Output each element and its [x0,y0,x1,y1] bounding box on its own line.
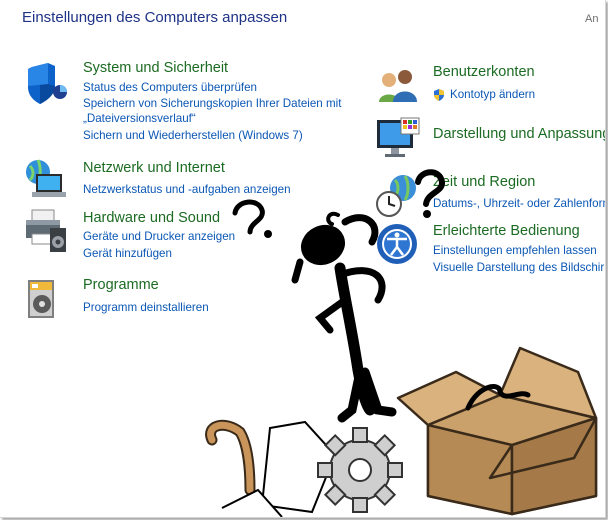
heading-ease-of-access[interactable]: Erleichterte Bedienung [433,223,580,239]
link-network-status[interactable]: Netzwerkstatus und -aufgaben anzeigen [83,183,291,196]
heading-time-region[interactable]: Zeit und Region [433,174,536,190]
cane [205,419,256,496]
display-icon[interactable] [375,116,423,164]
link-backup-file-history[interactable]: Speichern von Sicherungskopien Ihrer Dat… [83,97,342,110]
paper-sheet [260,420,337,514]
cardboard-box [396,346,598,516]
link-date-time-format[interactable]: Datums-, Uhrzeit- oder Zahlenformat ände… [433,197,605,210]
question-mark-icon [326,211,340,226]
link-optimize-display[interactable]: Visuelle Darstellung des Bildschirms opt… [433,261,605,274]
link-uninstall-program[interactable]: Programm deinstallieren [83,301,209,314]
link-add-device[interactable]: Gerät hinzufügen [83,247,172,260]
heading-programs[interactable]: Programme [83,277,159,293]
link-backup-file-history-2[interactable]: „Dateiversionsverlauf“ [83,112,196,125]
link-devices-printers[interactable]: Geräte und Drucker anzeigen [83,230,236,243]
uac-shield-icon [434,89,444,101]
question-mark-icon [232,199,272,238]
link-recommend-settings[interactable]: Einstellungen empfehlen lassen [433,244,597,257]
programs-icon[interactable] [22,276,70,324]
shield-icon[interactable] [22,60,70,108]
heading-user-accounts[interactable]: Benutzerkonten [433,64,535,80]
network-icon[interactable] [22,158,70,206]
gear-icon [317,427,403,513]
view-by-label: An [585,13,599,25]
users-icon[interactable] [375,64,423,112]
link-backup-restore[interactable]: Sichern und Wiederherstellen (Windows 7) [83,129,303,142]
page-title: Einstellungen des Computers anpassen [22,9,288,26]
clock-globe-icon[interactable] [375,172,423,220]
heading-hardware-sound[interactable]: Hardware und Sound [83,210,221,226]
printer-icon[interactable] [22,208,70,256]
heading-network-internet[interactable]: Netzwerk und Internet [83,160,225,176]
accessibility-icon[interactable] [375,222,423,270]
link-change-account-type[interactable]: Kontotyp ändern [450,88,536,101]
heading-appearance[interactable]: Darstellung und Anpassung [433,126,606,142]
heading-system-security[interactable]: System und Sicherheit [83,60,229,76]
link-status-check[interactable]: Status des Computers überprüfen [83,81,258,94]
